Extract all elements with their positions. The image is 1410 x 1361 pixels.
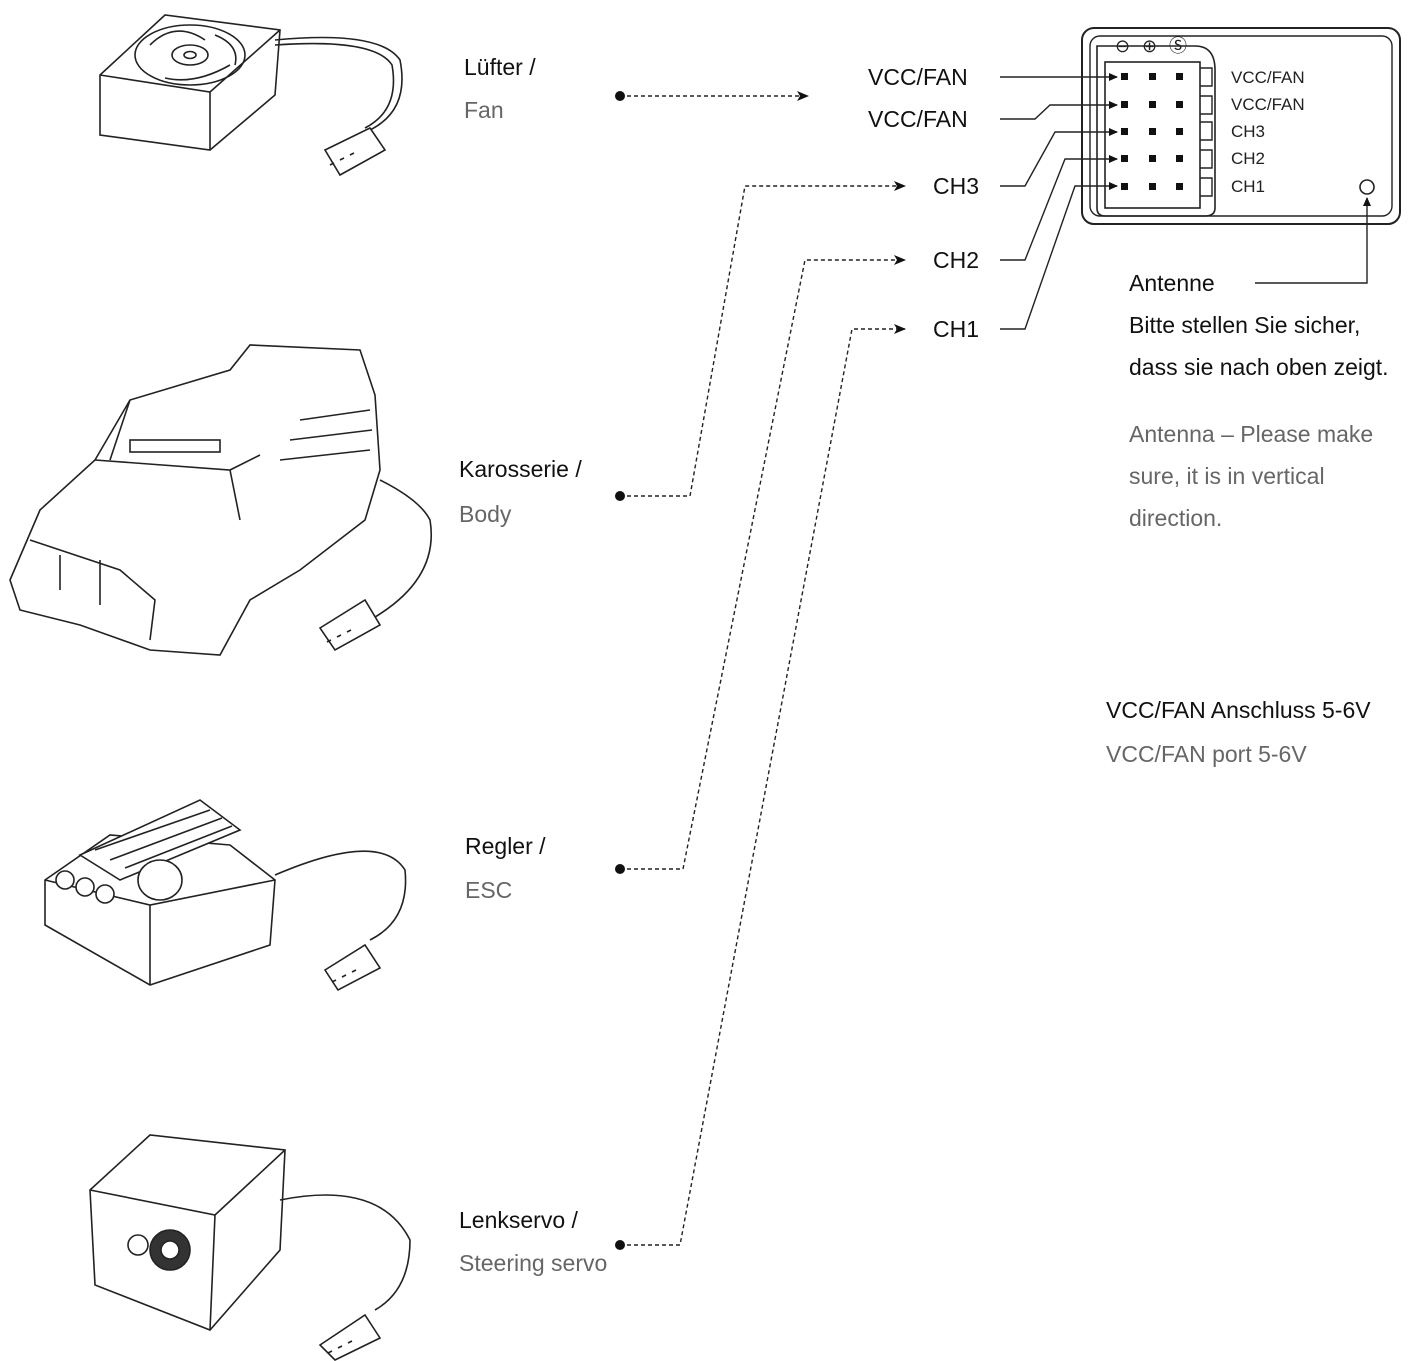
receiver-plus-symbol: ⊕ [1142, 36, 1158, 56]
antenna-en-line1: Antenna – Please make [1129, 421, 1374, 447]
fan-illustration [99, 14, 403, 177]
antenna-de-line2: dass sie nach oben zeigt. [1129, 354, 1389, 381]
receiver-minus-symbol: ⊖ [1115, 36, 1131, 56]
receiver-label-vccfan-2: VCC/FAN [1231, 95, 1305, 114]
vcc-note: VCC/FAN Anschluss 5-6V VCC/FAN port 5-6V [1106, 689, 1371, 776]
antenna-en-line2: sure, it is in vertical [1129, 463, 1325, 490]
device-lines [620, 91, 906, 1246]
antenna-note-en: Antenna – Please make sure, it is in ver… [1129, 413, 1373, 539]
fan-label-en: Fan [464, 97, 504, 123]
esc-label-en: ESC [465, 877, 513, 903]
receiver-signal-symbol: Ⓢ [1169, 36, 1187, 56]
port-label-ch2: CH2 [933, 247, 980, 273]
port-label-ch1: CH1 [933, 316, 980, 342]
servo-label-en: Steering servo [459, 1250, 608, 1276]
antenna-de-line1: Bitte stellen Sie sicher, [1129, 312, 1361, 339]
port-label-vccfan-1: VCC/FAN [868, 64, 968, 90]
antenna-note-de: Antenne Bitte stellen Sie sicher, dass s… [1129, 262, 1389, 388]
antenna-pointer [1255, 197, 1371, 284]
receiver-label-vccfan-1: VCC/FAN [1231, 68, 1305, 87]
vcc-note-en: VCC/FAN port 5-6V [1106, 740, 1307, 767]
car-body-illustration [9, 344, 432, 656]
body-label-en: Body [459, 501, 512, 527]
port-connectors [1000, 73, 1118, 330]
antenna-title: Antenne [1129, 270, 1215, 296]
port-label-ch3: CH3 [933, 173, 980, 199]
receiver-box [1081, 27, 1401, 225]
port-label-vccfan-2: VCC/FAN [868, 106, 968, 132]
body-label-de: Karosserie / [459, 456, 582, 482]
servo-illustration [89, 1134, 411, 1361]
receiver-label-ch2: CH2 [1231, 149, 1266, 168]
antenna-en-line3: direction. [1129, 505, 1223, 532]
receiver-label-ch1: CH1 [1231, 177, 1266, 196]
vcc-note-de: VCC/FAN Anschluss 5-6V [1106, 697, 1371, 723]
servo-label-de: Lenkservo / [459, 1207, 578, 1233]
receiver-label-ch3: CH3 [1231, 122, 1266, 141]
device-dots [615, 91, 625, 1250]
esc-label-de: Regler / [465, 833, 546, 859]
fan-label-de: Lüfter / [464, 54, 536, 80]
receiver-pins [1121, 73, 1183, 190]
esc-illustration [44, 799, 407, 992]
